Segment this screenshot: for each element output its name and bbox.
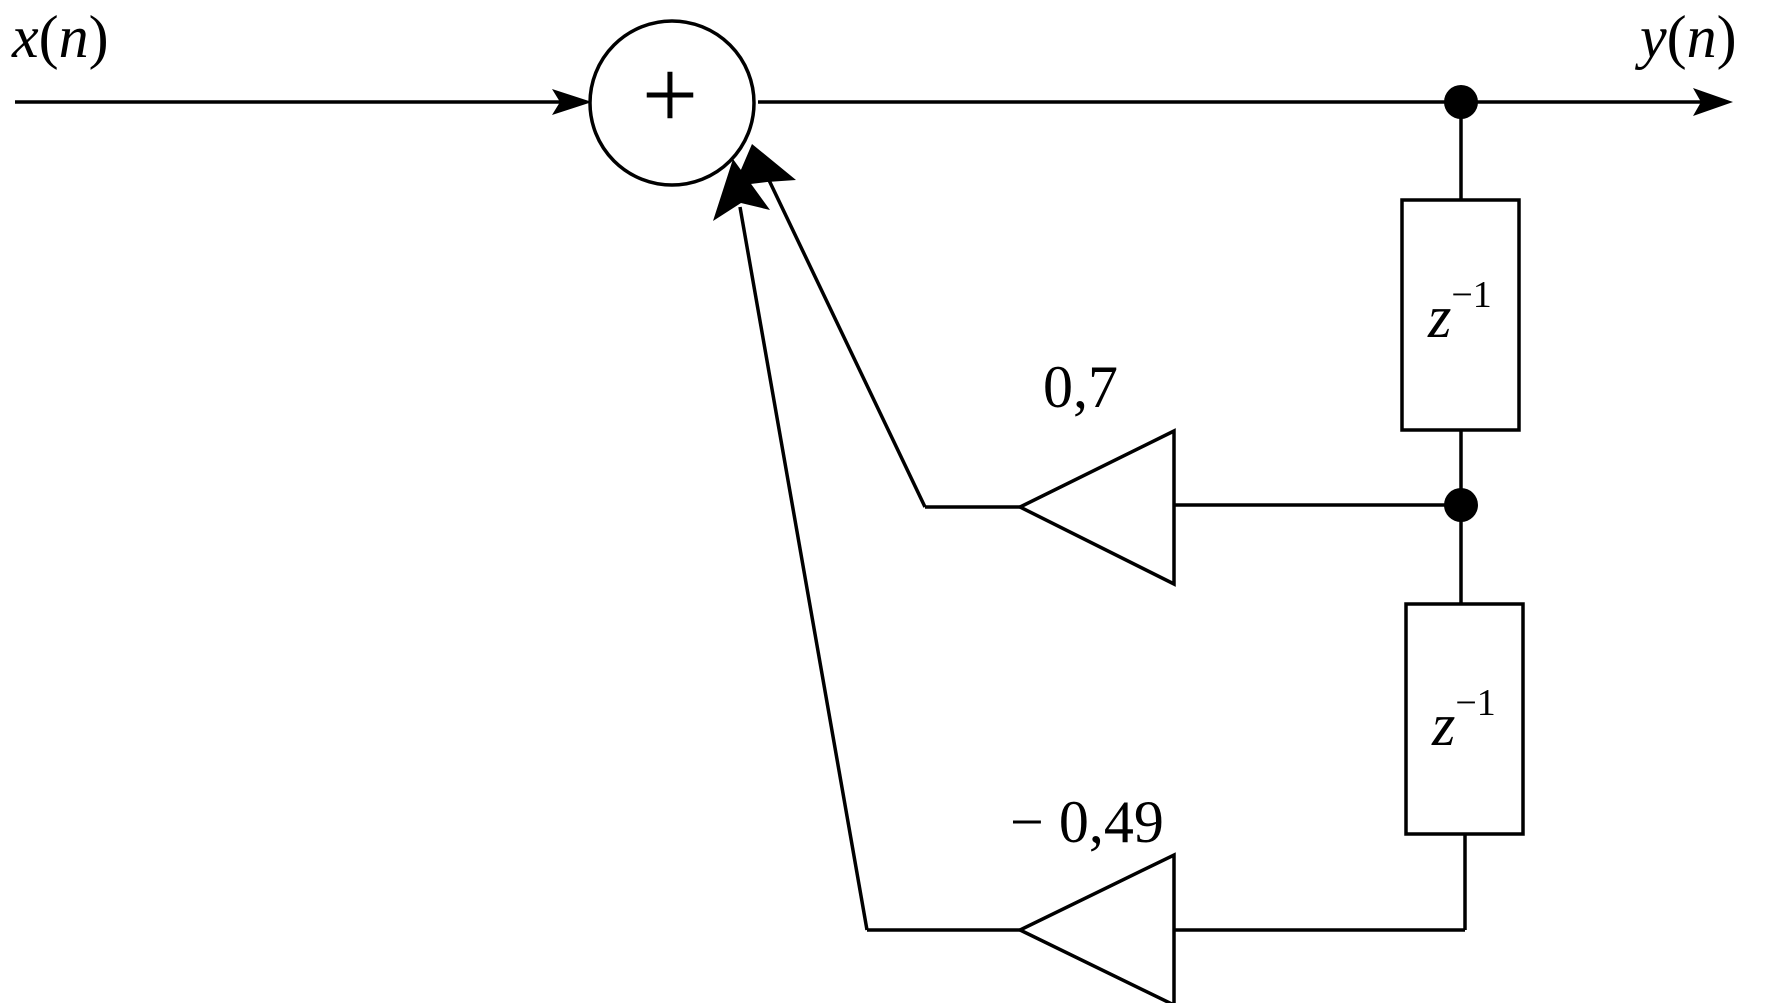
input-label-var: x — [11, 4, 39, 70]
wire-gain-2-to-adder — [738, 206, 869, 931]
delay-1-exponent: −1 — [1451, 274, 1491, 316]
gain-1-label: 0,7 — [1043, 354, 1118, 420]
input-arrowhead — [552, 89, 592, 115]
output-arrowhead — [1693, 88, 1733, 116]
output-label-open-paren: ( — [1667, 4, 1687, 70]
delay-2-block — [1404, 602, 1525, 836]
output-label-var: y — [1634, 4, 1667, 70]
wire-gain-1-to-adder — [765, 175, 927, 508]
gain-2-arrowhead — [713, 159, 770, 221]
adder-circle — [588, 19, 756, 187]
delay-2-exponent: −1 — [1455, 682, 1495, 724]
gain-2-label: − 0,49 — [1010, 789, 1164, 855]
adder-symbol: + — [642, 39, 698, 150]
delay-2-base: z — [1431, 692, 1455, 758]
output-label: y(n) — [1634, 4, 1737, 70]
input-label-open-paren: ( — [39, 4, 59, 70]
gain-2-triangle — [1016, 852, 1176, 1003]
gain-1-triangle — [1016, 428, 1176, 587]
output-label-close-paren: ) — [1717, 4, 1737, 70]
gain-1-arrowhead — [734, 144, 796, 186]
input-label-close-paren: ) — [89, 4, 109, 70]
delay-1-label: z−1 — [1427, 274, 1492, 350]
input-label-arg: n — [59, 4, 89, 70]
input-label: x(n) — [11, 4, 109, 70]
delay-2-label: z−1 — [1431, 682, 1496, 758]
output-label-arg: n — [1687, 4, 1717, 70]
delay-1-base: z — [1427, 284, 1451, 350]
